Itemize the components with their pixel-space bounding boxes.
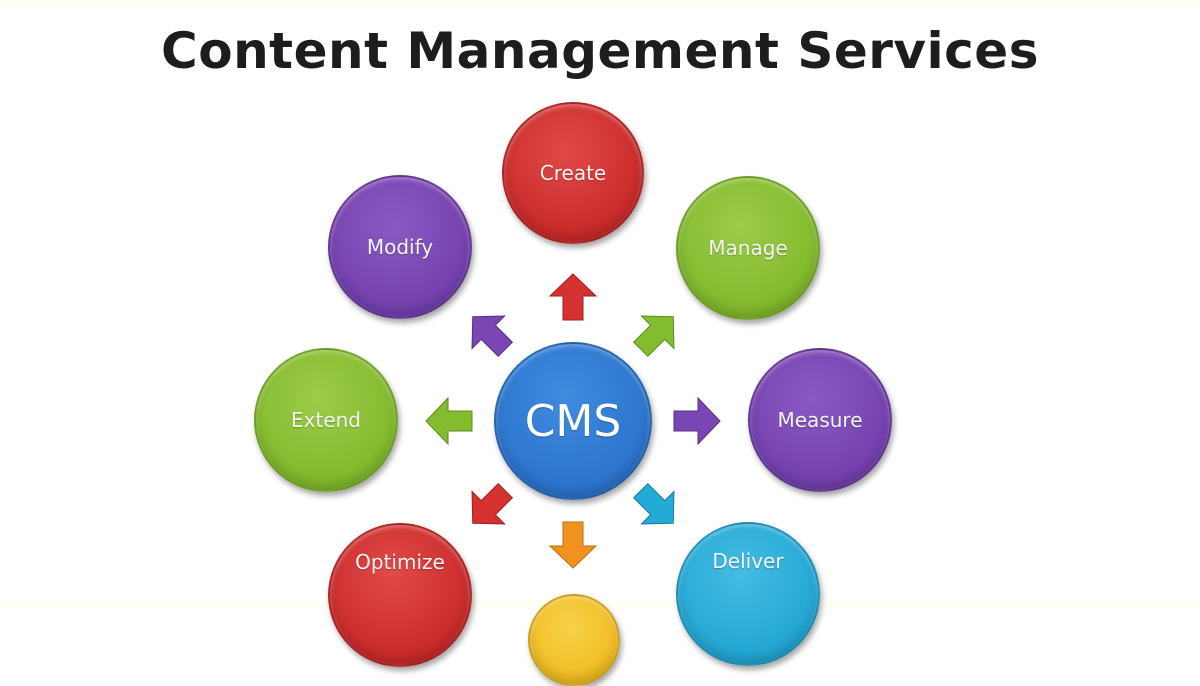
node-extend-label: Extend [291, 408, 361, 432]
arrow-down-right-icon [632, 482, 675, 525]
arrow-up-icon [548, 273, 598, 321]
node-modify-label: Modify [366, 235, 434, 259]
node-deliver: Deliver [676, 522, 820, 666]
arrow-right-icon [673, 396, 721, 446]
node-measure-label: Measure [777, 408, 863, 432]
arrow-down-icon [548, 521, 598, 569]
arrow-left-icon [425, 396, 473, 446]
node-deliver-label: Deliver [712, 549, 784, 573]
node-create: Create [502, 102, 644, 244]
node-bottom [528, 594, 620, 686]
node-manage-label: Manage [708, 236, 788, 260]
node-extend: Extend [254, 348, 398, 492]
node-measure: Measure [748, 348, 892, 492]
node-optimize: Optimize [328, 523, 472, 667]
node-cms-label: CMS [524, 395, 622, 447]
node-cms-center: CMS [494, 342, 652, 500]
arrow-up-right-icon [632, 315, 675, 358]
arrow-up-left-icon [471, 315, 514, 358]
node-create-label: Create [539, 161, 607, 185]
arrow-down-left-icon [471, 482, 514, 525]
node-modify: Modify [328, 175, 472, 319]
page-title: Content Management Services [161, 22, 1039, 80]
node-optimize-label: Optimize [355, 550, 445, 574]
node-manage: Manage [676, 176, 820, 320]
